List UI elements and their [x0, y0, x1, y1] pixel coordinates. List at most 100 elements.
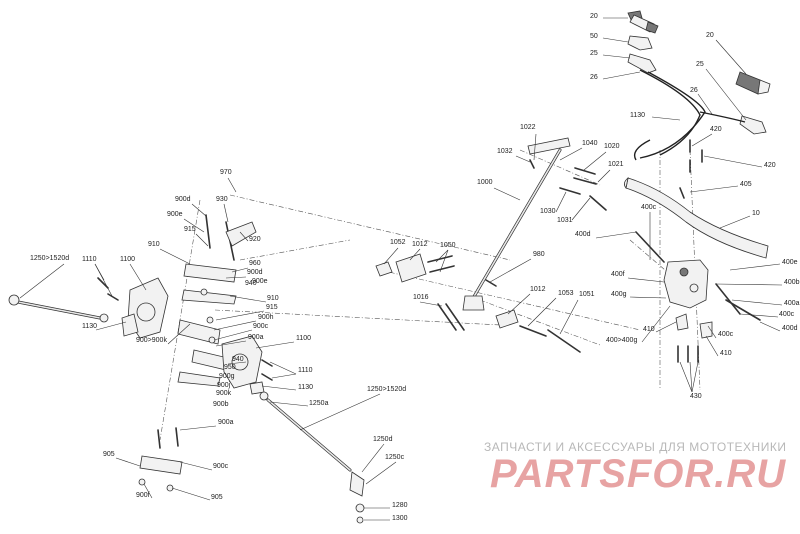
part-callout-1032: 1032 — [497, 148, 513, 155]
part-callout-20: 20 — [706, 32, 714, 39]
part-callout-410: 410 — [720, 350, 732, 357]
part-callout-900a: 900a — [248, 334, 264, 341]
part-callout-1012: 1012 — [412, 241, 428, 248]
part-callout-900g: 900g — [219, 373, 235, 380]
part-callout-430: 430 — [690, 393, 702, 400]
cables — [633, 69, 746, 161]
center-linkage — [375, 253, 581, 353]
part-callout-26: 26 — [590, 74, 598, 81]
part-callout-25: 25 — [590, 50, 598, 57]
part-callout-1280: 1280 — [392, 502, 408, 509]
part-callout-1053: 1053 — [558, 290, 574, 297]
part-callout-900j: 900j — [217, 382, 231, 389]
part-callout-900e: 900e — [252, 278, 268, 285]
part-callout-1051: 1051 — [579, 291, 595, 298]
steering-column — [462, 137, 571, 311]
part-callouts: 20 50 25 26 20 25 26 1130 420 420 405 10 1022 1040 103… — [30, 13, 800, 522]
leader-lines — [19, 17, 783, 521]
part-callout-400-400g: 400>400g — [606, 337, 637, 344]
part-callout-420: 420 — [764, 162, 776, 169]
part-callout-400c: 400c — [718, 331, 734, 338]
part-callout-1110: 1110 — [298, 367, 313, 374]
part-callout-1100: 1100 — [296, 335, 311, 342]
part-callout-400c: 400c — [641, 204, 657, 211]
part-callout-1040: 1040 — [582, 140, 598, 147]
handle-grip-right — [735, 71, 771, 95]
part-callout-900b: 900b — [213, 401, 229, 408]
part-callout-400e: 400e — [782, 259, 798, 266]
part-callout-1130: 1130 — [82, 323, 97, 330]
part-callout-1130: 1130 — [298, 384, 313, 391]
part-callout-1110: 1110 — [82, 256, 97, 263]
part-callout-1052: 1052 — [390, 239, 406, 246]
part-callout-405: 405 — [740, 181, 752, 188]
part-callout-1100: 1100 — [120, 256, 135, 263]
part-callout-900-900k: 900>900k — [136, 337, 167, 344]
part-callout-1021: 1021 — [608, 161, 624, 168]
part-callout-1250d: 1250d — [373, 436, 393, 443]
part-callout-400a: 400a — [784, 300, 800, 307]
part-callout-905: 905 — [103, 451, 115, 458]
part-callout-1030: 1030 — [540, 208, 556, 215]
handle-grip-left — [627, 10, 659, 34]
part-callout-400b: 400b — [784, 279, 800, 286]
part-callout-1012: 1012 — [530, 286, 546, 293]
part-callout-1000: 1000 — [477, 179, 493, 186]
watermark-logo: PARTSFOR.RU — [490, 452, 787, 496]
part-callout-1016: 1016 — [413, 294, 429, 301]
part-callout-1020: 1020 — [604, 143, 620, 150]
part-callout-1250-1520d: 1250>1520d — [30, 255, 69, 262]
part-callout-50: 50 — [590, 33, 598, 40]
tie-rod-left — [8, 294, 109, 323]
part-callout-910: 910 — [148, 241, 160, 248]
part-callout-980: 980 — [533, 251, 545, 258]
part-callout-950: 950 — [224, 364, 236, 371]
part-callout-400f: 400f — [611, 271, 625, 278]
grip-part-25-right — [739, 115, 767, 135]
part-callout-400g: 400g — [611, 291, 627, 298]
part-callout-905: 905 — [211, 494, 223, 501]
part-callout-930: 930 — [216, 196, 228, 203]
part-callout-900c: 900c — [213, 463, 229, 470]
grip-part-25 — [627, 53, 657, 74]
column-hardware — [529, 159, 607, 211]
part-callout-900c: 900c — [253, 323, 269, 330]
drop-link-assembly — [138, 214, 257, 492]
steering-arm-left — [97, 277, 169, 339]
part-callout-420: 420 — [710, 126, 722, 133]
part-callout-10: 10 — [752, 210, 760, 217]
part-callout-400c: 400c — [779, 311, 795, 318]
part-callout-900k: 900k — [216, 390, 232, 397]
part-callout-970: 970 — [220, 169, 232, 176]
tie-rod-right — [259, 391, 365, 524]
part-callout-940: 940 — [245, 280, 257, 287]
part-callout-900d: 900d — [247, 269, 263, 276]
part-callout-900f: 900f — [136, 492, 150, 499]
part-callout-1022: 1022 — [520, 124, 536, 131]
part-callout-1250-1520d: 1250>1520d — [367, 386, 406, 393]
part-callout-915: 915 — [266, 304, 278, 311]
part-callout-1130: 1130 — [630, 112, 645, 119]
part-callout-1031: 1031 — [557, 217, 573, 224]
part-callout-1050: 1050 — [440, 242, 456, 249]
part-callout-900a: 900a — [218, 419, 234, 426]
handlebar — [624, 176, 769, 259]
part-callout-1250a: 1250a — [309, 400, 329, 407]
part-callout-915: 915 — [184, 226, 196, 233]
part-callout-900h: 900h — [258, 314, 274, 321]
watermark-caption: ЗАПЧАСТИ И АКСЕССУАРЫ ДЛЯ МОТОТЕХНИКИ — [484, 440, 787, 454]
part-callout-25: 25 — [696, 61, 704, 68]
part-callout-900e: 900e — [167, 211, 183, 218]
part-callout-400d: 400d — [782, 325, 798, 332]
part-callout-410: 410 — [643, 326, 655, 333]
part-callout-910: 910 — [267, 295, 279, 302]
throttle-housing — [627, 35, 653, 51]
part-callout-26: 26 — [690, 87, 698, 94]
part-callout-1300: 1300 — [392, 515, 408, 522]
part-callout-1250c: 1250c — [385, 454, 405, 461]
part-callout-960: 960 — [249, 260, 261, 267]
part-callout-900d: 900d — [175, 196, 191, 203]
part-callout-20: 20 — [590, 13, 598, 20]
part-callout-920: 920 — [249, 236, 261, 243]
